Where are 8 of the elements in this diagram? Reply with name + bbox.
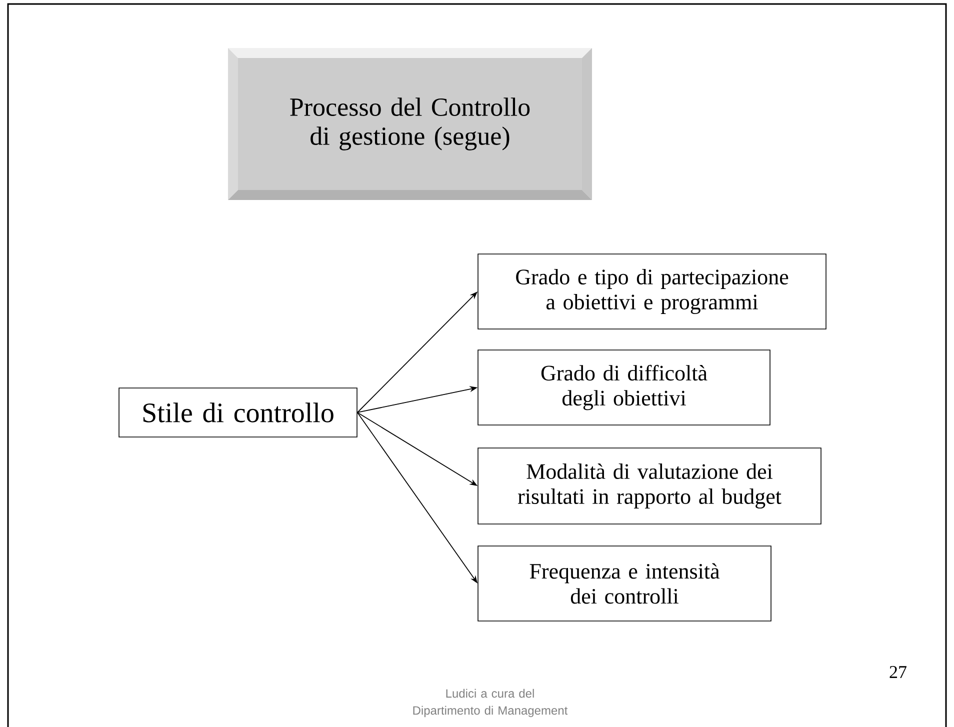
process-box: Grado di difficoltà degli obiettivi — [478, 350, 770, 426]
title-box: Processo del Controllo di gestione (segue) — [228, 48, 592, 200]
footer-text: Ludici a cura del Dipartimento di Management — [413, 688, 568, 718]
page-number: 27 — [890, 666, 906, 678]
process-box: Grado e tipo di partecipazione a obiettivi e programmi — [478, 254, 826, 330]
process-box: Modalità di valutazione dei risultati in rapporto al budget — [478, 448, 822, 524]
process-box: Frequenza e intensità dei controlli — [478, 546, 772, 622]
process-box: Stile di controllo — [118, 388, 358, 438]
